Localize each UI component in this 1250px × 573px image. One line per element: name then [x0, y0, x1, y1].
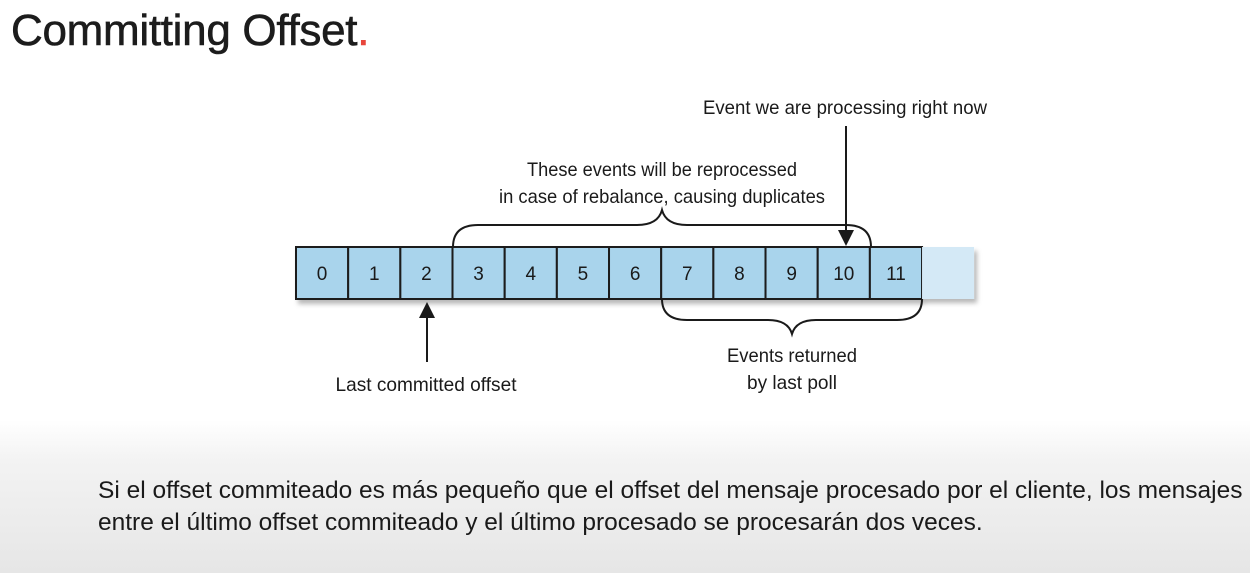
offset-cell-2	[399, 246, 454, 300]
reprocessed-label-line1: These events will be reprocessed	[527, 159, 797, 181]
offset-cell-3	[451, 246, 506, 300]
offset-label-1: 1	[369, 264, 380, 285]
reprocessed-brace	[452, 206, 872, 248]
current-event-label: Event we are processing right now	[703, 97, 988, 119]
offset-cell-1	[347, 246, 402, 300]
offset-cell-7	[660, 246, 715, 300]
offset-label-5: 5	[578, 264, 589, 285]
page-title: Committing Offset.	[11, 4, 370, 58]
slide-caption: Si el offset commiteado es más pequeño q…	[98, 477, 1243, 536]
current-event-arrow-head	[838, 230, 854, 246]
offset-cell-5	[555, 246, 611, 300]
last-committed-label: Last committed offset	[336, 374, 518, 396]
offset-cell-11	[868, 246, 924, 300]
title-accent-dot: .	[357, 6, 370, 56]
caption-background	[0, 420, 1250, 573]
offset-cell-4	[503, 246, 558, 300]
page-title-text: Committing Offset	[11, 6, 358, 56]
offset-label-11: 11	[886, 264, 906, 285]
offset-label-10: 10	[833, 264, 854, 285]
returned-label-line1: Events returned	[727, 345, 857, 367]
returned-brace	[661, 298, 923, 338]
offset-label-2: 2	[421, 264, 432, 285]
reprocessed-label-line2: in case of rebalance, causing duplicates	[499, 186, 825, 208]
offset-label-0: 0	[317, 264, 328, 285]
last-committed-arrow-head	[419, 302, 435, 318]
offset-diagram: 0 1 2 3 4 5 6 7 8 9 10 11 Event we are processing r…	[295, 97, 988, 396]
offset-label-6: 6	[630, 264, 641, 285]
returned-label-line2: by last poll	[747, 372, 837, 394]
offset-label-4: 4	[525, 264, 536, 285]
offset-label-8: 8	[734, 264, 745, 285]
offset-cell-6	[608, 246, 663, 300]
empty-offset-cell	[922, 247, 975, 299]
offset-label-9: 9	[786, 264, 797, 285]
offset-cells	[295, 246, 975, 300]
offset-cell-10	[816, 246, 871, 300]
offset-label-7: 7	[682, 264, 693, 285]
offset-label-3: 3	[473, 264, 484, 285]
offset-cell-9	[764, 246, 819, 300]
